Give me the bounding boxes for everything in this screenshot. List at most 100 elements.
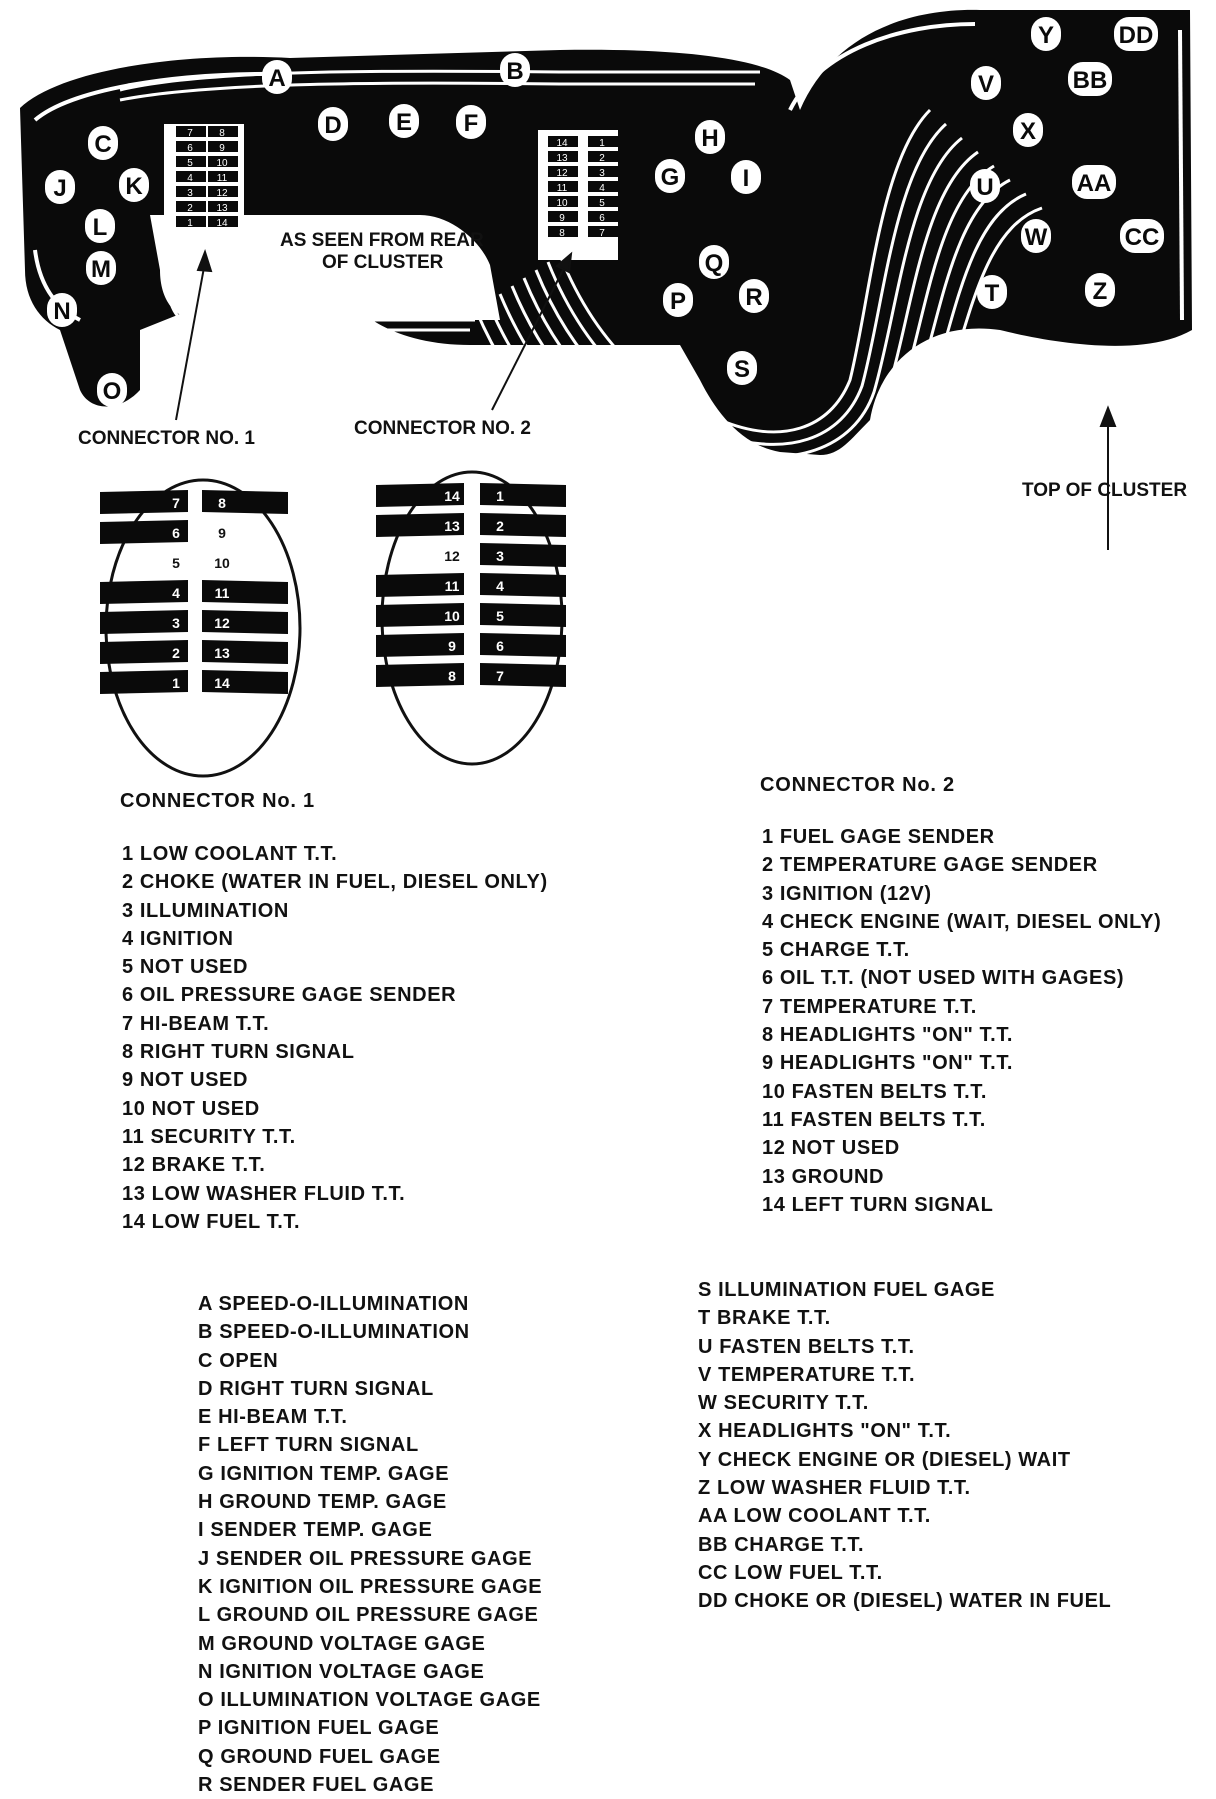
board-pin-pad bbox=[208, 216, 238, 227]
connector2-pin-item: 2 TEMPERATURE GAGE SENDER bbox=[762, 854, 1098, 877]
terminal-pad bbox=[1068, 62, 1112, 96]
terminal-pad bbox=[739, 279, 769, 313]
terminal-pad bbox=[97, 373, 127, 407]
connector-pin-number: 13 bbox=[444, 518, 460, 534]
connector2-pin-item: 9 HEADLIGHTS "ON" T.T. bbox=[762, 1052, 1014, 1075]
connector-pin-number: 8 bbox=[218, 495, 226, 511]
connector-pin-number: 10 bbox=[214, 555, 230, 571]
board-pin-number: 7 bbox=[599, 228, 605, 239]
terminal-pad bbox=[119, 168, 149, 202]
terminal-legend-item: V TEMPERATURE T.T. bbox=[698, 1363, 916, 1386]
terminal-label: W bbox=[1025, 224, 1048, 251]
board-pin-number: 1 bbox=[187, 218, 193, 229]
board-pin-number: 10 bbox=[556, 198, 568, 209]
terminal-pad bbox=[731, 160, 761, 194]
terminal-pad bbox=[86, 251, 116, 285]
terminal-legend-item: G IGNITION TEMP. GAGE bbox=[198, 1462, 450, 1485]
terminal-legend-item: F LEFT TURN SIGNAL bbox=[198, 1434, 419, 1457]
terminal-pad bbox=[1013, 113, 1043, 147]
terminal-label: R bbox=[745, 284, 762, 311]
terminal-label: G bbox=[661, 164, 680, 191]
board-pin-pad bbox=[548, 196, 578, 207]
terminal-label: S bbox=[734, 356, 750, 383]
board-pin-number: 12 bbox=[556, 168, 568, 179]
terminal-pad bbox=[977, 275, 1007, 309]
connector-pin-bar bbox=[100, 580, 188, 604]
terminal-pad bbox=[1072, 165, 1116, 199]
connector2-label: CONNECTOR NO. 2 bbox=[354, 418, 531, 439]
terminal-legend-item: H GROUND TEMP. GAGE bbox=[198, 1491, 447, 1514]
connector2-pin-item: 7 TEMPERATURE T.T. bbox=[762, 995, 977, 1018]
terminal-pad bbox=[456, 105, 486, 139]
board-pin-pad bbox=[176, 186, 206, 197]
terminal-label: E bbox=[396, 109, 412, 136]
terminal-legend-item: L GROUND OIL PRESSURE GAGE bbox=[198, 1604, 539, 1627]
connector-pin-number: 12 bbox=[214, 615, 230, 631]
terminal-legend-item: I SENDER TEMP. GAGE bbox=[198, 1519, 433, 1542]
connector-pin-bar bbox=[480, 663, 566, 687]
connector-pin-number: 11 bbox=[445, 578, 460, 594]
board-pin-pad bbox=[176, 126, 206, 137]
connector1-title: CONNECTOR No. 1 bbox=[120, 790, 315, 812]
connector1-pin-item: 1 LOW COOLANT T.T. bbox=[122, 843, 338, 865]
connector-pin-number: 9 bbox=[448, 638, 456, 654]
terminal-pad bbox=[699, 245, 729, 279]
terminal-legend-item: C OPEN bbox=[198, 1349, 279, 1372]
connector-pin-number: 13 bbox=[214, 645, 230, 661]
board-pin-pad bbox=[208, 171, 238, 182]
terminal-legend-item: T BRAKE T.T. bbox=[698, 1307, 831, 1330]
connector-pin-bar bbox=[376, 603, 464, 627]
connector-pin-bar bbox=[202, 490, 288, 514]
rear-caption-line2: OF CLUSTER bbox=[322, 252, 444, 273]
board-pin-pad bbox=[176, 171, 206, 182]
board-pin-pad bbox=[548, 151, 578, 162]
connector-pin-number: 3 bbox=[496, 548, 504, 564]
terminal-pad bbox=[971, 66, 1001, 100]
connector-pin-number: 1 bbox=[496, 488, 504, 504]
connector-pin-number: 5 bbox=[496, 608, 504, 624]
connector-pin-bar bbox=[376, 483, 464, 507]
terminal-legend-item: S ILLUMINATION FUEL GAGE bbox=[698, 1279, 995, 1301]
board-connector-2 bbox=[538, 130, 618, 260]
board-pin-number: 11 bbox=[217, 173, 228, 184]
connector-pin-number: 4 bbox=[172, 585, 180, 601]
connector2-pin-item: 8 HEADLIGHTS "ON" T.T. bbox=[762, 1024, 1014, 1047]
connector1-pin-item: 5 NOT USED bbox=[122, 956, 249, 979]
board-pin-pad bbox=[548, 166, 578, 177]
board-pin-pad bbox=[588, 181, 618, 192]
board-pin-number: 12 bbox=[216, 188, 228, 199]
connector2-pin-item: 4 CHECK ENGINE (WAIT, DIESEL ONLY) bbox=[762, 910, 1162, 933]
terminal-pad bbox=[663, 283, 693, 317]
board-pin-number: 13 bbox=[556, 153, 568, 164]
connector2-pin-item: 1 FUEL GAGE SENDER bbox=[762, 826, 995, 848]
connector-pin-bar bbox=[100, 640, 188, 664]
board-pin-pad bbox=[588, 136, 618, 147]
board-pin-number: 4 bbox=[599, 183, 605, 194]
connector-pin-bar bbox=[376, 663, 464, 687]
connector2-title: CONNECTOR No. 2 bbox=[760, 774, 955, 796]
terminal-pad bbox=[655, 159, 685, 193]
terminal-label: N bbox=[53, 298, 70, 325]
connector2-pin-list: 1 FUEL GAGE SENDER 2 TEMPERATURE GAGE SEN… bbox=[762, 823, 1161, 1219]
connector-pin-bar bbox=[202, 640, 288, 664]
connector1-pin-item: 8 RIGHT TURN SIGNAL bbox=[122, 1041, 355, 1064]
connector1-pin-item: 13 LOW WASHER FLUID T.T. bbox=[122, 1182, 406, 1205]
terminal-label: P bbox=[670, 288, 686, 315]
board-pin-number: 5 bbox=[187, 158, 193, 169]
connector-pin-bar bbox=[202, 580, 288, 604]
connector-pin-number: 6 bbox=[172, 525, 180, 541]
connector1-pin-item: 2 CHOKE (WATER IN FUEL, DIESEL ONLY) bbox=[122, 871, 548, 894]
terminal-pad bbox=[1031, 17, 1061, 51]
board-pin-number: 3 bbox=[187, 188, 193, 199]
terminal-label: D bbox=[324, 112, 341, 139]
board-pin-pad bbox=[176, 216, 206, 227]
terminal-label: Z bbox=[1093, 278, 1108, 305]
terminal-legend-item: K IGNITION OIL PRESSURE GAGE bbox=[198, 1575, 543, 1598]
connector-pin-number: 2 bbox=[172, 645, 180, 661]
connector2-pin-item: 5 CHARGE T.T. bbox=[762, 939, 910, 962]
board-pin-pad bbox=[208, 186, 238, 197]
board-pin-pad bbox=[208, 126, 238, 137]
